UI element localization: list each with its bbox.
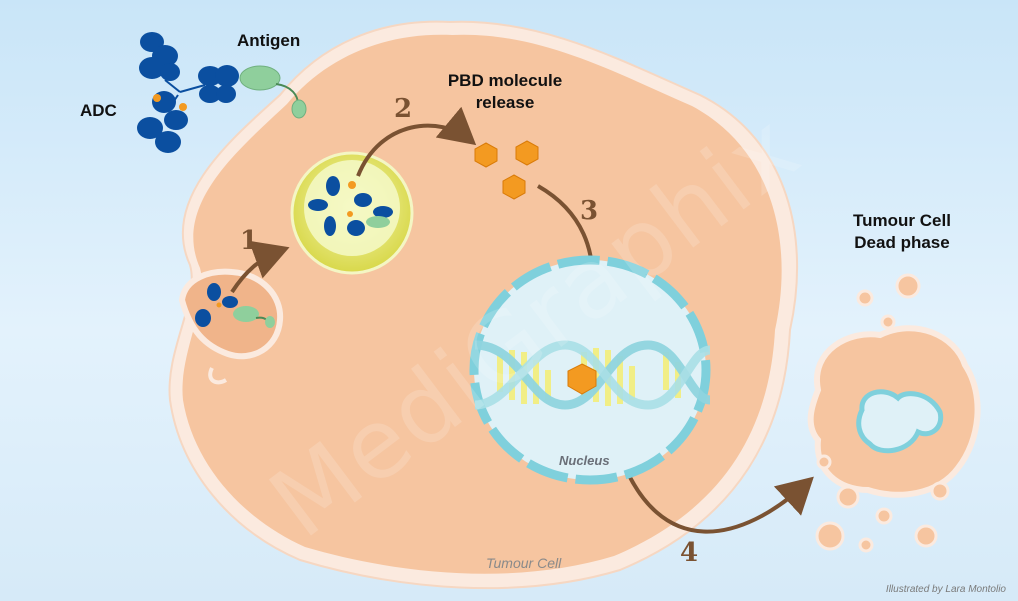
step-4-label: 4	[680, 538, 699, 568]
pbd-label-line2: release	[475, 93, 535, 112]
tumour-cell-label: Tumour Cell	[486, 555, 562, 571]
antigen-icon	[239, 65, 307, 119]
internalized-adc-icon	[195, 283, 238, 327]
adc-antibody-icon	[137, 32, 239, 153]
arrow-step-2	[356, 106, 477, 177]
cell-debris	[815, 273, 950, 553]
nucleus-label: Nucleus	[559, 453, 610, 468]
dna-helix-icon	[474, 340, 712, 410]
adc-label: ADC	[80, 101, 117, 120]
pbd-molecule-icon	[474, 140, 539, 200]
membrane-fold	[208, 367, 228, 385]
dead-tumour-cell	[807, 325, 981, 498]
internalized-antigen-icon	[233, 306, 275, 328]
dead-label-line2: Dead phase	[854, 233, 950, 252]
illustrator-credit: Illustrated by Lara Montolio	[885, 584, 1006, 595]
pbd-label-line1: PBD molecule	[447, 71, 563, 90]
lysosome-antigen-icon	[366, 216, 390, 228]
dead-phase-label: Tumour Cell Dead phase	[832, 210, 972, 254]
lysosome-adc-icon	[308, 176, 393, 236]
dead-label-line1: Tumour Cell	[853, 211, 951, 230]
step-1-label: 1	[240, 226, 259, 256]
step-2-label: 2	[394, 94, 413, 124]
endocytosis-pocket	[178, 268, 284, 360]
antigen-label: Antigen	[237, 31, 301, 50]
pbd-release-label: PBD molecule release	[420, 70, 590, 114]
pbd-dna-adduct-icon	[567, 363, 597, 395]
lysosome	[290, 151, 414, 275]
arrow-step-4	[618, 454, 814, 534]
arrow-step-1	[230, 240, 290, 294]
step-3-label: 3	[580, 196, 599, 226]
